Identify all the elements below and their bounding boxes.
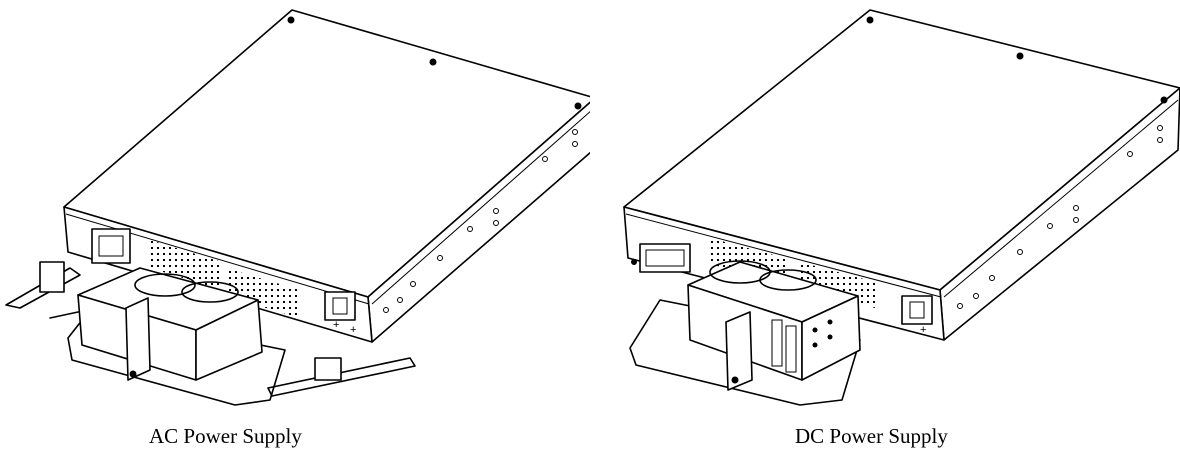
screw-icon (1160, 96, 1168, 104)
screw-icon (287, 16, 295, 24)
svg-text:+: + (333, 319, 339, 331)
ac-inlet (91, 228, 131, 264)
ground-lug (324, 291, 356, 321)
terminal-screws (771, 319, 833, 373)
cord-clip (39, 261, 65, 293)
dc-power-supply-figure: + DC Power Supply (590, 0, 1180, 455)
ac-chassis-drawing: + + (5, 9, 590, 406)
side-vent-holes (957, 125, 1163, 309)
screw-icon (574, 102, 582, 110)
ac-power-supply-figure: + + AC Power Supply (5, 9, 590, 448)
psu-bracket (725, 311, 753, 391)
psu-side (195, 299, 263, 381)
side-vent-holes (383, 129, 578, 313)
dc-chassis-drawing: + (623, 9, 1180, 406)
cable-coil (134, 273, 196, 297)
front-vent (150, 240, 222, 290)
screw-icon (429, 58, 437, 66)
figure-caption: AC Power Supply (149, 424, 302, 448)
psu-strap (125, 297, 151, 381)
svg-text:+: + (350, 324, 356, 336)
cable-tie (267, 357, 416, 397)
screw-icon (1016, 52, 1024, 60)
svg-text:+: + (920, 324, 926, 336)
ground-lug (901, 295, 933, 325)
dc-port (639, 243, 691, 273)
tie-mount (314, 357, 342, 381)
figure-caption: DC Power Supply (795, 424, 948, 448)
screw-icon (866, 16, 874, 24)
